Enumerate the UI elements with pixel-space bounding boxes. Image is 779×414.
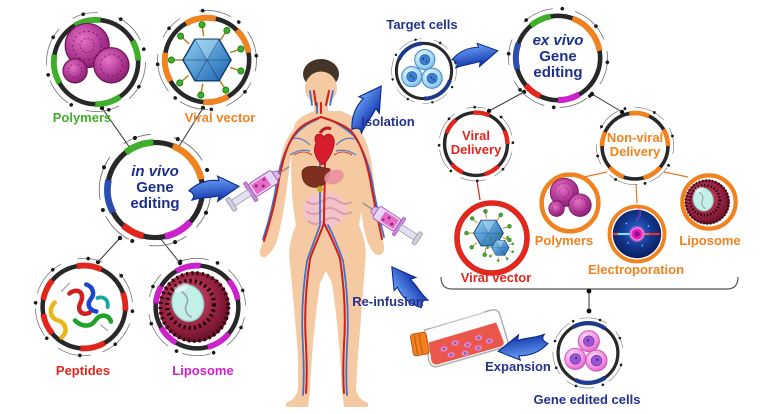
peptides-node: [30, 253, 138, 361]
liposome-left-node: [143, 253, 251, 361]
electroporation-label: Electroporation: [587, 262, 685, 277]
viral-vector-right-label: Viral vector: [460, 270, 532, 285]
in-vivo-rest: Gene editing: [130, 179, 180, 212]
in-vivo-hub-label: in vivo Gene editing: [123, 164, 187, 212]
liposome-right-label: Liposome: [679, 233, 741, 248]
viral-delivery-label: Viral Delivery: [450, 128, 502, 157]
in-vivo-italic: in vivo: [131, 163, 179, 180]
gene-edited-cells-label: Gene edited cells: [533, 392, 641, 407]
ex-vivo-rest: Gene editing: [533, 48, 583, 81]
viral-vector-right-node: [454, 200, 530, 276]
gene-edited-cells-node: [549, 314, 627, 392]
target-cells-label: Target cells: [386, 17, 458, 32]
syringe-icon: [356, 193, 426, 249]
viral-vector-left-label: Viral vector: [184, 110, 256, 125]
culture-flask-icon: [409, 309, 509, 368]
polymers-left-label: Polymers: [52, 110, 112, 125]
polymers-right-node: [539, 172, 601, 234]
electroporation-node: [607, 204, 667, 264]
flow-arrow-icon: [187, 174, 241, 204]
polymers-left-node: [41, 7, 151, 117]
liposome-icon: [683, 178, 731, 226]
nonviral-delivery-label: Non-viral Delivery: [606, 130, 664, 159]
liposome-right-node: [680, 173, 738, 231]
polymers-right-label: Polymers: [534, 233, 594, 248]
ex-vivo-italic: ex vivo: [532, 32, 584, 49]
liposome-icon: [159, 272, 229, 342]
expansion-label: Expansion: [485, 359, 551, 374]
human-body-icon: [259, 59, 385, 407]
peptides-label: Peptides: [55, 363, 111, 378]
viral-vector-left-node: [152, 5, 262, 115]
ex-vivo-hub-label: ex vivo Gene editing: [526, 33, 590, 81]
liposome-left-label: Liposome: [172, 363, 234, 378]
isolation-label: Isolation: [361, 114, 415, 129]
reinfusion-label: Re-infusion: [352, 294, 424, 309]
